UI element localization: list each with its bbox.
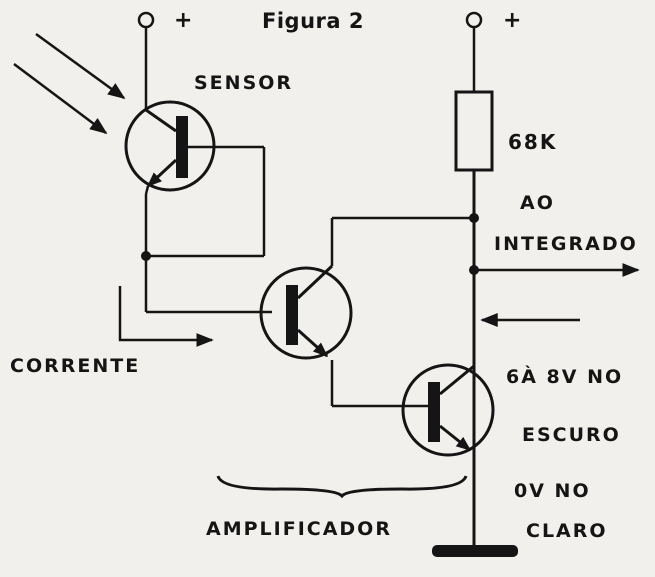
ao-label: AO [520,192,555,214]
integrado-label: INTEGRADO [494,233,638,255]
sensor-phototransistor [124,82,264,195]
left-plus-sign: + [174,8,194,33]
amplifier-transistor-1 [259,218,353,406]
corrente-label: CORRENTE [10,355,140,377]
collector-junction [469,213,479,223]
sensor-label: SENSOR [194,72,293,94]
ground-symbol [432,545,518,557]
right-plus-sign: + [503,8,523,33]
right-supply-terminal [465,11,483,92]
dark-voltage-label-2: ESCURO [522,424,621,446]
amplifier-transistor-2 [332,363,495,457]
junction-node [141,251,151,261]
resistor-68k [454,90,494,548]
amplificador-label: AMPLIFICADOR [206,518,392,540]
light-voltage-label-2: CLARO [526,520,608,542]
resistor-value-label: 68K [508,130,557,154]
current-arrow-icon [118,286,214,347]
light-voltage-label-1: 0V NO [514,480,591,502]
dark-voltage-label-1: 6À 8V NO [506,365,623,388]
amplifier-brace [216,475,468,499]
left-supply-terminal [137,11,155,82]
figure-title: Figura 2 [262,9,364,33]
light-rays-icon [13,32,126,135]
